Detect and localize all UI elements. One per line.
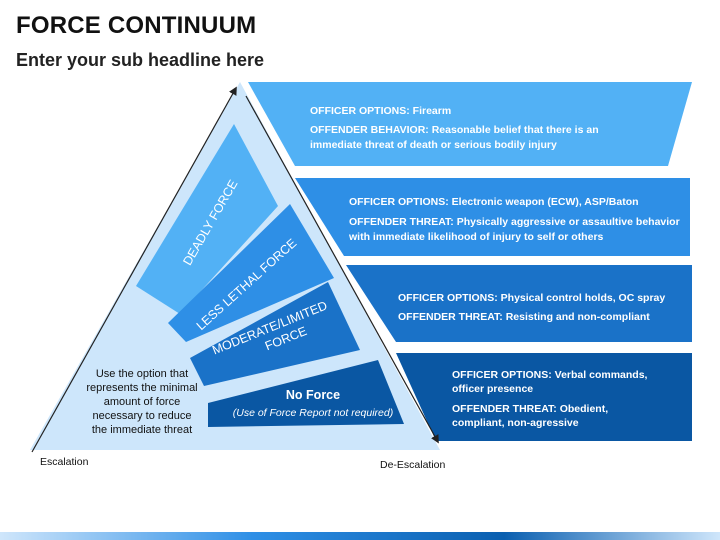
option-2-offender-line: OFFENDER THREAT: Physically aggressive o… xyxy=(349,216,680,228)
option-1-offender-line: OFFENDER BEHAVIOR: Reasonable belief tha… xyxy=(310,124,599,136)
note-line: amount of force xyxy=(104,396,180,408)
level-band-no-force xyxy=(208,360,404,427)
escalation-arrow xyxy=(31,86,237,453)
option-2-officer: OFFICER OPTIONS: Electronic weapon (ECW)… xyxy=(349,196,639,208)
option-2-offender-line: with immediate likelihood of injury to s… xyxy=(348,231,604,243)
level-sublabel-no-force: (Use of Force Report not required) xyxy=(233,407,393,419)
de-escalation-arrow xyxy=(245,95,439,444)
note-line: represents the minimal xyxy=(86,382,197,394)
option-3-officer: OFFICER OPTIONS: Physical control holds,… xyxy=(398,292,665,304)
option-4-offender-line: OFFENDER THREAT: Obedient, xyxy=(452,403,608,415)
option-4-officer-line: officer presence xyxy=(452,383,533,395)
note-line: necessary to reduce xyxy=(92,410,191,422)
page-title: FORCE CONTINUUM xyxy=(16,12,257,39)
option-1-officer: OFFICER OPTIONS: Firearm xyxy=(310,105,451,117)
level-band-deadly-force xyxy=(136,124,278,314)
option-band-4 xyxy=(396,353,692,441)
option-3-offender-line: OFFENDER THREAT: Resisting and non-compl… xyxy=(398,311,650,323)
level-label-no-force: No Force xyxy=(286,388,340,402)
option-1-offender-line: immediate threat of death or serious bod… xyxy=(310,139,557,151)
footer-accent-bar xyxy=(0,532,720,540)
option-band-2 xyxy=(295,178,690,256)
option-4-officer-line: OFFICER OPTIONS: Verbal commands, xyxy=(452,369,648,381)
de-escalation-label: De-Escalation xyxy=(380,459,446,471)
level-band-less-lethal-force xyxy=(168,204,334,342)
option-band-1 xyxy=(248,82,692,166)
pyramid-note: Use the option that represents the minim… xyxy=(86,368,197,436)
option-4-offender-line: compliant, non-agressive xyxy=(452,417,579,429)
page-subtitle: Enter your sub headline here xyxy=(16,50,265,70)
note-line: the immediate threat xyxy=(92,424,192,436)
note-line: Use the option that xyxy=(96,368,188,380)
escalation-label: Escalation xyxy=(40,456,89,468)
option-band-3 xyxy=(346,265,692,342)
level-band-moderate-force xyxy=(190,282,360,386)
